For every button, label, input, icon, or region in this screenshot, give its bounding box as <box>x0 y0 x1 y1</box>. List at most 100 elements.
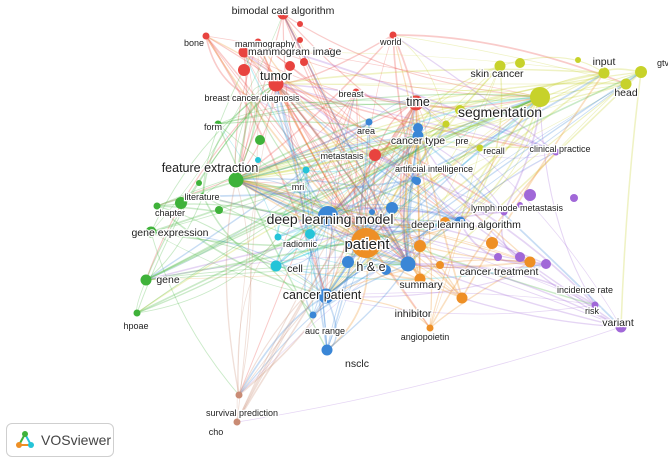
term-label-breast[interactable]: breast <box>337 88 365 101</box>
term-label-pre[interactable]: pre <box>454 135 470 148</box>
term-label-area[interactable]: area <box>356 125 377 138</box>
network-node-unlabeled[interactable] <box>414 240 426 252</box>
network-node-unlabeled[interactable] <box>215 206 223 214</box>
network-node-unlabeled[interactable] <box>369 209 375 215</box>
term-label-feature-extraction[interactable]: feature extraction <box>160 160 259 177</box>
network-node-unlabeled[interactable] <box>515 58 525 68</box>
term-label-bimodal-cad-algorithm[interactable]: bimodal cad algorithm <box>230 4 335 19</box>
network-node-unlabeled[interactable] <box>255 135 265 145</box>
network-node-incidence-rate[interactable] <box>542 260 550 268</box>
term-label-summary[interactable]: summary <box>398 278 444 293</box>
term-label-breast-cancer-diagnosis[interactable]: breast cancer diagnosis <box>203 92 301 105</box>
term-label-radiomic[interactable]: radiomic <box>282 238 319 251</box>
term-label-cho[interactable]: cho <box>207 426 224 439</box>
network-node-unlabeled[interactable] <box>297 37 303 43</box>
term-label-cancer-type[interactable]: cancer type <box>390 134 447 149</box>
term-label-nsclc[interactable]: nsclc <box>344 357 370 372</box>
network-node-unlabeled[interactable] <box>575 57 581 63</box>
network-node-metastasis[interactable] <box>372 151 380 159</box>
network-node-breast[interactable] <box>352 88 360 96</box>
term-label-hpoae[interactable]: hpoae <box>122 320 150 333</box>
network-node-area[interactable] <box>365 118 373 126</box>
term-label-risk[interactable]: risk <box>584 305 601 318</box>
term-label-bone[interactable]: bone <box>183 37 206 50</box>
network-node-mri[interactable] <box>302 166 310 174</box>
term-label-chapter[interactable]: chapter <box>154 207 187 220</box>
term-label-gtv[interactable]: gtv <box>656 57 668 70</box>
term-label-gene[interactable]: gene <box>155 273 181 288</box>
network-node-artificial-intelligence[interactable] <box>411 176 419 184</box>
network-node-input[interactable] <box>598 67 610 79</box>
network-node-cho[interactable] <box>233 418 241 426</box>
term-label-form[interactable]: form <box>203 121 224 134</box>
term-label-mammography[interactable]: mammography <box>234 38 297 51</box>
term-label-survival-prediction[interactable]: survival prediction <box>205 407 280 420</box>
network-node-unlabeled[interactable] <box>305 229 315 239</box>
network-node-pre[interactable] <box>442 120 450 128</box>
network-node-clinical-practice[interactable] <box>552 148 560 156</box>
term-label-head[interactable]: head <box>613 86 639 101</box>
network-node-patient[interactable] <box>351 228 381 258</box>
network-node-unlabeled[interactable] <box>386 202 398 214</box>
network-node-head[interactable] <box>620 78 632 90</box>
network-node-unlabeled[interactable] <box>515 252 525 262</box>
network-node-summary[interactable] <box>414 273 426 285</box>
network-node-risk[interactable] <box>591 301 599 309</box>
network-node-recall[interactable] <box>476 144 484 152</box>
network-node-gene-expression[interactable] <box>145 226 157 238</box>
term-label-incidence-rate[interactable]: incidence rate <box>556 284 615 297</box>
network-node-lymph-node-metastasis[interactable] <box>500 208 508 216</box>
term-label-gene-expression[interactable]: gene expression <box>130 226 210 241</box>
network-node-unlabeled[interactable] <box>494 253 502 261</box>
term-label-world[interactable]: world <box>378 36 403 49</box>
term-label-angiopoietin[interactable]: angiopoietin <box>399 331 450 344</box>
network-node-mammography[interactable] <box>254 38 262 46</box>
term-label-mammogram-image[interactable]: mammogram image <box>247 45 343 60</box>
network-node-unlabeled[interactable] <box>255 157 261 163</box>
term-label-input[interactable]: input <box>591 55 616 70</box>
network-node-bone[interactable] <box>202 32 210 40</box>
network-node-nsclc[interactable] <box>321 344 333 356</box>
network-node-unlabeled[interactable] <box>297 21 303 27</box>
network-node-angiopoietin[interactable] <box>426 324 434 332</box>
network-node-unlabeled[interactable] <box>238 64 250 76</box>
network-node-skin-cancer[interactable] <box>494 60 506 72</box>
network-node-time[interactable] <box>408 95 424 111</box>
network-node-world[interactable] <box>389 31 397 39</box>
network-node-chapter[interactable] <box>153 202 161 210</box>
term-label-lymph-node-metastasis[interactable]: lymph node metastasis <box>470 202 565 215</box>
network-node-cancer-treatment[interactable] <box>524 256 536 268</box>
term-label-deep-learning-algorithm[interactable]: deep learning algorithm <box>410 218 522 233</box>
term-label-metastasis[interactable]: metastasis <box>319 150 365 163</box>
network-node-bimodal-cad-algorithm[interactable] <box>277 8 289 20</box>
network-node-unlabeled[interactable] <box>342 256 354 268</box>
network-node-auc-range[interactable] <box>309 311 317 319</box>
term-label-deep-learning-model[interactable]: deep learning model <box>265 210 394 229</box>
network-node-gtv[interactable] <box>637 68 645 76</box>
network-node-mammogram-image[interactable] <box>238 46 250 58</box>
term-label-mri[interactable]: mri <box>291 181 306 194</box>
term-label-recall[interactable]: recall <box>482 145 506 158</box>
network-node-radiomic[interactable] <box>274 233 282 241</box>
network-node-unlabeled[interactable] <box>455 105 465 115</box>
term-label-time[interactable]: time <box>405 94 431 111</box>
network-node-tumor[interactable] <box>268 76 284 92</box>
network-node-gene[interactable] <box>140 274 152 286</box>
network-node-deep-learning-algorithm[interactable] <box>454 216 466 228</box>
term-label-variant[interactable]: variant <box>601 316 635 331</box>
network-node-unlabeled[interactable] <box>175 197 187 209</box>
term-label-auc-range[interactable]: auc range <box>304 325 347 338</box>
term-label-inhibitor[interactable]: inhibitor <box>393 307 433 322</box>
network-node-breast-cancer-diagnosis[interactable] <box>249 94 257 102</box>
network-node-segmentation[interactable] <box>530 87 550 107</box>
term-label-segmentation[interactable]: segmentation <box>457 103 544 122</box>
network-node-unlabeled[interactable] <box>524 189 536 201</box>
network-node-unlabeled[interactable] <box>440 217 450 227</box>
network-node-unlabeled[interactable] <box>381 265 391 275</box>
term-label-skin-cancer[interactable]: skin cancer <box>469 67 525 82</box>
network-node-survival-prediction[interactable] <box>235 391 243 399</box>
term-label-cancer-patient[interactable]: cancer patient <box>281 287 363 304</box>
term-label-cell[interactable]: cell <box>286 262 304 277</box>
